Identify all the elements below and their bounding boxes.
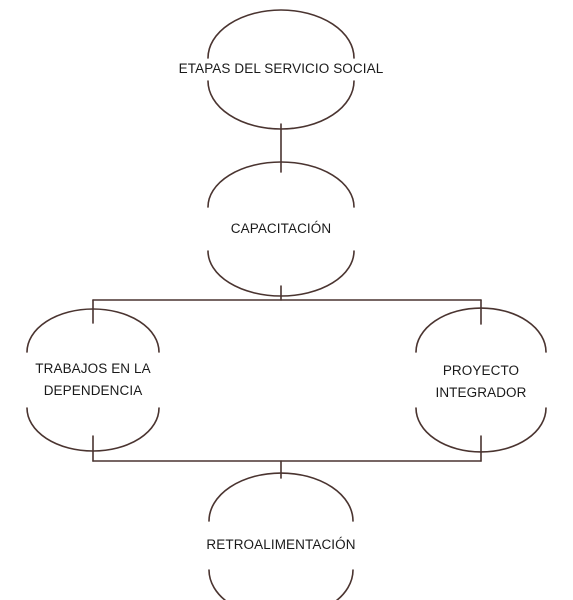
- node-root-line-1: ETAPAS DEL SERVICIO SOCIAL: [178, 61, 384, 76]
- node-retro-shape: [208, 472, 354, 600]
- node-capacitacion-line-1: CAPACITACIÓN: [230, 221, 332, 236]
- node-trabajos-line-2: DEPENDENCIA: [43, 383, 143, 398]
- node-proyecto-line-2: INTEGRADOR: [435, 385, 527, 400]
- node-proyecto-shape: [415, 307, 547, 453]
- node-proyecto-line-1: PROYECTO: [442, 363, 520, 378]
- node-capacitacion-label: CAPACITACIÓN: [181, 218, 381, 240]
- node-root-shape: [207, 9, 355, 130]
- node-trabajos-line-1: TRABAJOS EN LA: [35, 361, 151, 376]
- node-trabajos-label: TRABAJOS EN LA DEPENDENCIA: [3, 358, 183, 402]
- node-capacitacion-shape: [207, 161, 355, 297]
- node-trabajos-shape: [26, 308, 160, 452]
- node-proyecto-label: PROYECTO INTEGRADOR: [391, 360, 571, 404]
- node-root-label: ETAPAS DEL SERVICIO SOCIAL: [131, 58, 431, 80]
- node-retro-label: RETROALIMENTACIÓN: [141, 534, 421, 556]
- node-retro-line-1: RETROALIMENTACIÓN: [206, 537, 356, 552]
